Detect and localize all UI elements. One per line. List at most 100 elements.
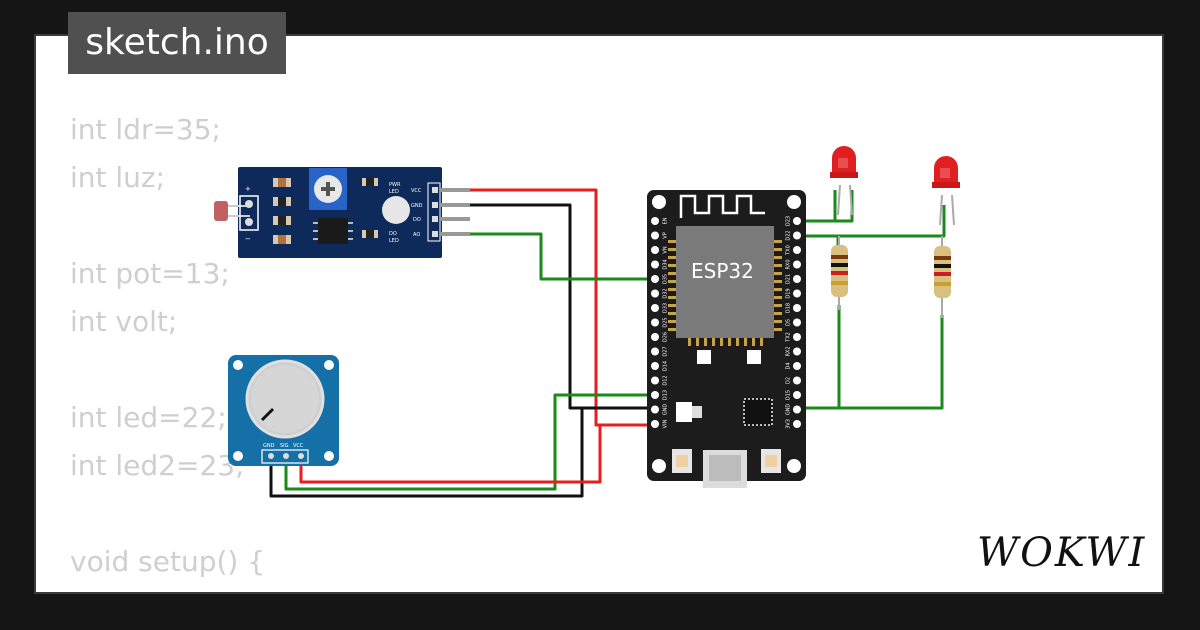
esp32-pin-label: RX0 <box>786 259 792 269</box>
esp32-pin-hole[interactable] <box>651 333 659 341</box>
esp32-pin-label: D25 <box>663 317 669 327</box>
esp32-pin-label: D22 <box>786 230 792 240</box>
wire-res2-gnd[interactable] <box>800 315 944 410</box>
esp32-pin-hole[interactable] <box>651 376 659 385</box>
esp32-pin-label: D15 <box>786 390 792 400</box>
esp32-pin-hole[interactable] <box>651 318 659 327</box>
esp32-pin-label: D12 <box>663 375 669 385</box>
esp32-devkit[interactable]: ESP32 ENVPVND34D35D32D33D25D26D27D14D12D… <box>647 190 806 488</box>
file-name-tab[interactable]: sketch.ino <box>68 12 286 74</box>
ldr-minus-sign: − <box>245 235 251 243</box>
esp32-pin-hole[interactable] <box>651 420 659 428</box>
wire-pot-vcc[interactable] <box>299 423 648 484</box>
voltage-regulator <box>676 402 692 422</box>
ldr-pin-ao: AO <box>413 232 420 238</box>
wokwi-logo-text: WOKWI <box>977 530 1146 576</box>
potentiometer-module[interactable]: GND SIG VCC <box>228 355 339 466</box>
code-line: void setup() { <box>70 545 266 578</box>
esp32-pin-hole[interactable] <box>793 362 801 370</box>
led-2[interactable] <box>932 156 960 226</box>
esp32-pin-label: D14 <box>663 361 669 371</box>
resistor-2[interactable] <box>934 236 951 318</box>
esp32-pin-label: D34 <box>663 259 669 269</box>
potentiometer-knob[interactable] <box>251 365 319 433</box>
esp32-pin-hole[interactable] <box>793 347 801 356</box>
code-line: int led2=23; <box>70 449 245 482</box>
code-line: int ldr=35; <box>70 113 221 146</box>
esp32-pin-label: D27 <box>663 346 669 356</box>
wire-ldr-vcc[interactable] <box>468 188 648 427</box>
esp32-pin-label: RX2 <box>786 346 792 356</box>
ldr-pin-gnd: GND <box>411 203 423 209</box>
esp32-pin-label: D18 <box>786 303 792 313</box>
esp32-pin-hole[interactable] <box>651 304 659 312</box>
esp32-pin-hole[interactable] <box>793 333 801 341</box>
esp32-pin-label: D23 <box>786 216 792 226</box>
esp32-pin-hole[interactable] <box>651 217 659 225</box>
ldr-plus-sign: + <box>245 185 251 193</box>
esp32-pin-hole[interactable] <box>651 405 659 414</box>
wire-ldr-gnd[interactable] <box>468 203 648 410</box>
comparator-chip <box>318 218 348 244</box>
pot-pin-vcc: VCC <box>293 443 304 449</box>
resistor-1[interactable] <box>831 236 848 310</box>
wire-ldr-ao[interactable] <box>468 232 648 281</box>
wire-pot-sig[interactable] <box>284 393 648 491</box>
pot-pin-sig: SIG <box>280 443 289 449</box>
wire-d22-led2[interactable] <box>797 205 946 238</box>
esp32-pin-label: D33 <box>663 303 669 313</box>
pwr-led-label-2: LED <box>389 189 399 195</box>
diagram-preview-panel: int ldr=35; int luz; int pot=13; int volt; i… <box>34 34 1164 594</box>
ldr-pin-do: DO <box>413 217 421 223</box>
esp32-pin-hole[interactable] <box>793 260 801 269</box>
esp32-pin-label: VP <box>663 232 669 238</box>
esp32-pin-hole[interactable] <box>793 376 801 385</box>
wires <box>269 188 946 498</box>
wire-led1-anode[interactable] <box>800 190 854 223</box>
esp32-pin-hole[interactable] <box>793 391 801 399</box>
esp32-pin-hole[interactable] <box>793 289 801 298</box>
esp32-pin-hole[interactable] <box>651 260 659 269</box>
led-1[interactable] <box>830 146 858 216</box>
code-line: int volt; <box>70 305 178 338</box>
esp32-pin-label: TX0 <box>786 245 792 256</box>
esp32-pin-label: D2 <box>786 377 792 384</box>
esp32-pin-hole[interactable] <box>651 246 659 254</box>
esp32-pin-hole[interactable] <box>651 391 659 399</box>
esp32-pin-hole[interactable] <box>793 275 801 283</box>
esp32-pin-label: VIN <box>663 419 669 428</box>
esp32-pin-label: D4 <box>786 362 792 369</box>
esp32-pin-label: D13 <box>663 390 669 400</box>
power-led <box>382 196 410 224</box>
esp32-pin-label: GND <box>663 404 669 416</box>
wire-pot-gnd[interactable] <box>269 408 584 498</box>
esp32-pin-hole[interactable] <box>793 246 801 254</box>
esp32-pin-label: EN <box>663 217 669 224</box>
usb-uart-chip <box>743 398 773 426</box>
esp32-pin-hole[interactable] <box>793 304 801 312</box>
esp32-pin-hole[interactable] <box>651 347 659 356</box>
esp32-pin-hole[interactable] <box>793 318 801 327</box>
code-line: int led=22; <box>70 401 227 434</box>
ldr-sensor-module[interactable]: + − PWR LED DO LED VCC <box>214 167 470 258</box>
esp32-pin-hole[interactable] <box>651 231 659 240</box>
esp32-pin-hole[interactable] <box>793 231 801 240</box>
esp32-pin-label: D26 <box>663 332 669 342</box>
code-line: int pot=13; <box>70 257 230 290</box>
esp32-pin-hole[interactable] <box>651 289 659 298</box>
esp32-pin-label: GND <box>786 404 792 416</box>
ldr-pin-vcc: VCC <box>411 188 422 194</box>
esp32-pin-hole[interactable] <box>651 362 659 370</box>
esp32-pin-label: D21 <box>786 274 792 284</box>
do-led-label-2: LED <box>389 238 399 244</box>
pot-pin-gnd: GND <box>263 443 275 449</box>
esp32-pin-label: 3V3 <box>786 419 792 429</box>
esp32-pin-label: D35 <box>663 274 669 284</box>
code-line: int luz; <box>70 161 166 194</box>
pwr-led-label-1: PWR <box>389 182 401 188</box>
esp32-pin-hole[interactable] <box>793 217 801 225</box>
esp32-pin-hole[interactable] <box>793 420 801 428</box>
esp32-pin-hole[interactable] <box>651 275 659 283</box>
esp32-pin-hole[interactable] <box>793 405 801 414</box>
